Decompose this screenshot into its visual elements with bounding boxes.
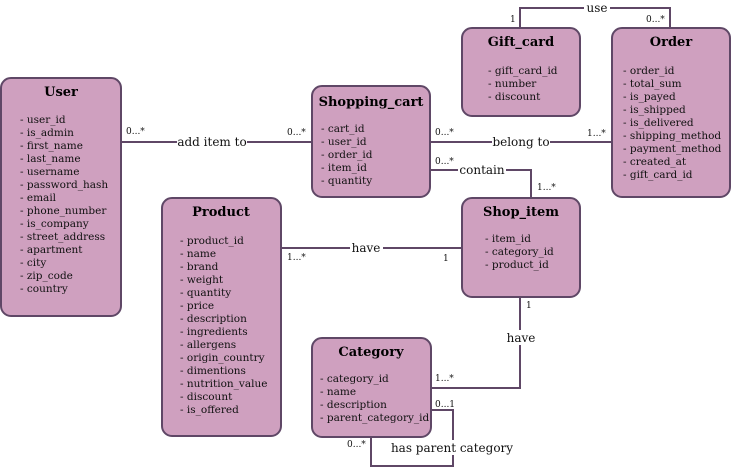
attribute-user-7: - phone_number: [20, 205, 107, 217]
attribute-gift-card-0: - gift_card_id: [488, 65, 558, 77]
attribute-category-3: - parent_category_id: [320, 412, 430, 424]
have-category-card-shopitem: 1: [526, 301, 532, 311]
entity-shop-item-title: Shop_item: [483, 205, 559, 220]
attribute-shop-item-0: - item_id: [485, 233, 531, 245]
entity-category-attributes: - category_id- name- description- parent…: [320, 373, 430, 424]
attribute-user-1: - is_admin: [20, 127, 74, 139]
attribute-user-11: - city: [20, 257, 46, 269]
have-category-label: have: [507, 331, 536, 345]
add-item-to-label: add item to: [177, 135, 246, 149]
use-card-order: 0...*: [646, 15, 665, 25]
attribute-gift-card-2: - discount: [488, 91, 541, 103]
attribute-user-6: - email: [20, 192, 57, 204]
attribute-shopping-cart-2: - order_id: [321, 149, 373, 161]
attribute-shopping-cart-0: - cart_id: [321, 123, 365, 135]
attribute-order-1: - total_sum: [623, 78, 682, 90]
attribute-shopping-cart-1: - user_id: [321, 136, 367, 148]
entity-order-title: Order: [650, 35, 693, 50]
entity-shop-item[interactable]: Shop_item - item_id- category_id- produc…: [461, 197, 581, 298]
attribute-order-8: - gift_card_id: [623, 169, 693, 181]
attribute-category-0: - category_id: [320, 373, 389, 385]
attribute-product-2: - brand: [180, 261, 219, 273]
attribute-order-3: - is_shipped: [623, 104, 686, 116]
attribute-user-0: - user_id: [20, 114, 66, 126]
attribute-product-8: - allergens: [180, 339, 236, 351]
attribute-gift-card-1: - number: [488, 78, 537, 90]
contain-label: contain: [459, 163, 504, 177]
belong-to-card-order: 1...*: [587, 129, 606, 139]
has-parent-label: has parent category: [391, 441, 513, 455]
attribute-user-5: - password_hash: [20, 179, 108, 191]
add-item-card-user: 0...*: [126, 127, 145, 137]
attribute-shop-item-1: - category_id: [485, 246, 554, 258]
attribute-shop-item-2: - product_id: [485, 259, 549, 271]
has-parent-card-a: 0...1: [435, 400, 455, 410]
attribute-user-13: - country: [20, 283, 68, 295]
entity-category-title: Category: [338, 345, 404, 360]
entity-shopping-cart-title: Shopping_cart: [319, 95, 424, 110]
entity-product-title: Product: [192, 205, 250, 220]
attribute-product-7: - ingredients: [180, 326, 248, 338]
add-item-card-cart: 0...*: [287, 128, 306, 138]
entity-user[interactable]: User - user_id- is_admin- first_name- la…: [0, 77, 122, 317]
contain-card-shopitem: 1...*: [537, 183, 556, 193]
entity-product[interactable]: Product - product_id- name- brand- weigh…: [161, 197, 282, 437]
attribute-product-6: - description: [180, 313, 247, 325]
attribute-product-12: - discount: [180, 391, 233, 403]
attribute-product-11: - nutrition_value: [180, 378, 267, 390]
have-category-card-category: 1...*: [435, 374, 454, 384]
attribute-product-0: - product_id: [180, 235, 244, 247]
attribute-shopping-cart-4: - quantity: [321, 175, 372, 187]
use-label: use: [587, 1, 608, 15]
attribute-order-0: - order_id: [623, 65, 675, 77]
entity-shopping-cart[interactable]: Shopping_cart - cart_id- user_id- order_…: [311, 85, 431, 198]
attribute-order-5: - shipping_method: [623, 130, 721, 142]
contain-card-cart: 0...*: [435, 157, 454, 167]
attribute-order-6: - payment_method: [623, 143, 722, 155]
have-product-card-shopitem: 1: [443, 254, 449, 264]
attribute-product-3: - weight: [180, 274, 224, 286]
entity-order-attributes: - order_id- total_sum- is_payed- is_ship…: [623, 65, 722, 181]
attribute-user-9: - street_address: [20, 231, 105, 243]
attribute-product-13: - is_offered: [180, 404, 239, 416]
attribute-category-1: - name: [320, 386, 356, 398]
attribute-product-1: - name: [180, 248, 216, 260]
have-category-line: [431, 298, 521, 389]
entity-category[interactable]: Category - category_id- name- descriptio…: [311, 337, 432, 438]
entity-shopping-cart-attributes: - cart_id- user_id- order_id- item_id- q…: [321, 123, 373, 187]
entity-gift-card[interactable]: Gift_card - gift_card_id- number- discou…: [461, 27, 581, 117]
entity-order[interactable]: Order - order_id- total_sum- is_payed- i…: [611, 27, 731, 198]
belong-to-label: belong to: [492, 135, 549, 149]
attribute-user-4: - username: [20, 166, 79, 178]
attribute-order-4: - is_delivered: [623, 117, 694, 129]
attribute-order-7: - created_at: [623, 156, 687, 168]
attribute-product-10: - dimentions: [180, 365, 246, 377]
entity-user-attributes: - user_id- is_admin- first_name- last_na…: [20, 114, 108, 295]
have-product-label: have: [352, 241, 381, 255]
attribute-product-5: - price: [180, 300, 214, 312]
attribute-user-8: - is_company: [20, 218, 89, 230]
entity-product-attributes: - product_id- name- brand- weight- quant…: [180, 235, 267, 416]
has-parent-line: [370, 409, 454, 467]
attribute-user-2: - first_name: [20, 140, 83, 152]
attribute-product-4: - quantity: [180, 287, 231, 299]
attribute-category-2: - description: [320, 399, 387, 411]
attribute-user-12: - zip_code: [20, 270, 73, 282]
attribute-user-3: - last_name: [20, 153, 81, 165]
have-product-card-product: 1...*: [287, 253, 306, 263]
attribute-product-9: - origin_country: [180, 352, 265, 364]
entity-gift-card-attributes: - gift_card_id- number- discount: [488, 65, 558, 103]
attribute-user-10: - apartment: [20, 244, 83, 256]
belong-to-card-cart: 0...*: [435, 128, 454, 138]
has-parent-card-b: 0...*: [347, 440, 366, 450]
attribute-order-2: - is_payed: [623, 91, 676, 103]
entity-gift-card-title: Gift_card: [488, 35, 554, 50]
entity-user-title: User: [44, 85, 78, 100]
attribute-shopping-cart-3: - item_id: [321, 162, 367, 174]
entity-shop-item-attributes: - item_id- category_id- product_id: [485, 233, 554, 271]
use-card-giftcard: 1: [510, 15, 516, 25]
